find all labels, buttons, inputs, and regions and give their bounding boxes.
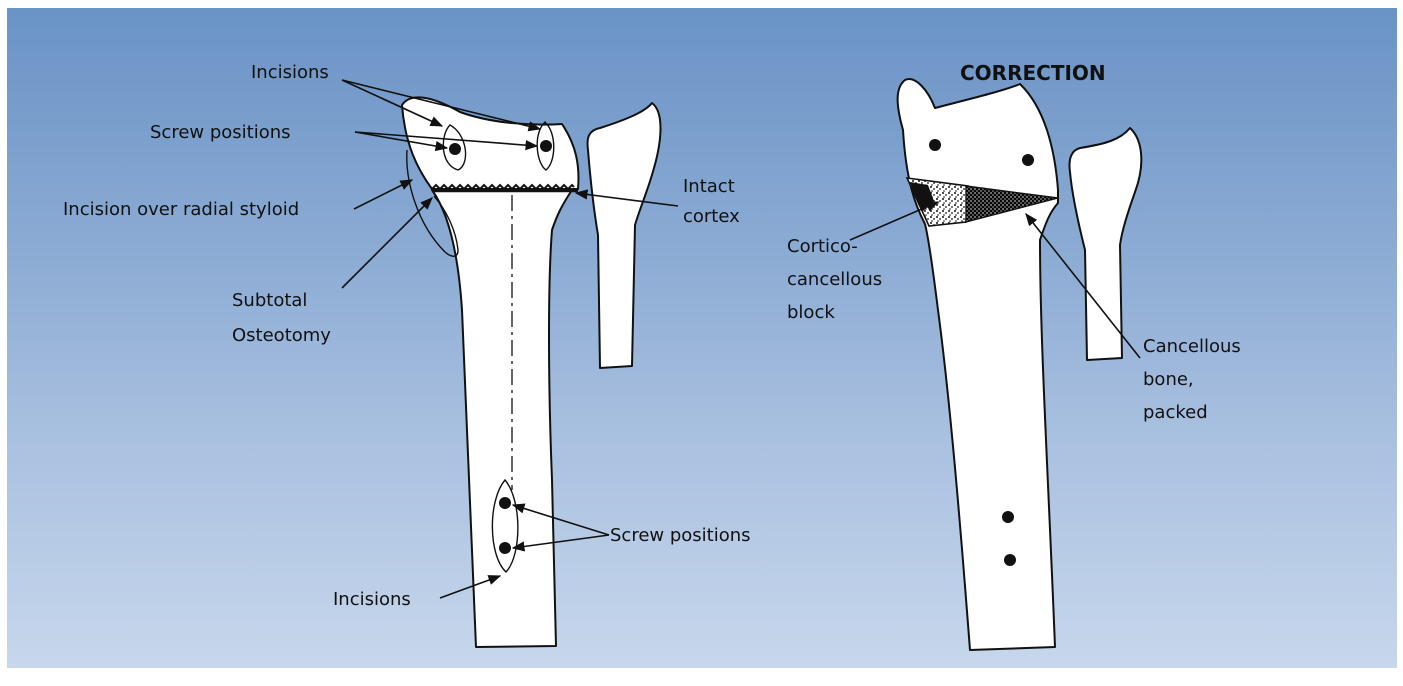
ulna-bone-right [1069,128,1141,360]
label-subtotal: Subtotal [232,290,307,311]
label-bone: bone, [1143,369,1194,390]
label-osteotomy: Osteotomy [232,325,331,346]
screw-position-bottom-upper [499,497,511,509]
radius-bone-left [432,190,572,647]
left-figure: Incisions Screw positions Incision over … [63,62,751,647]
label-intact: Intact [683,176,735,197]
label-screw-positions-bottom: Screw positions [610,525,751,546]
label-incisions-bottom: Incisions [333,589,411,610]
screw-position-right-shaft-1 [1002,511,1014,523]
label-block: block [787,302,835,323]
screw-position-right-shaft-2 [1004,554,1016,566]
label-packed: packed [1143,402,1208,423]
arrow-radial-styloid [354,180,412,209]
ulna-bone-left [588,103,661,368]
screw-position-right-distal-1 [929,139,941,151]
arrow-subtotal-osteotomy [342,198,432,288]
label-screw-positions-top: Screw positions [150,122,291,143]
label-cancellous: cancellous [787,269,882,290]
label-cortico: Cortico- [787,236,858,257]
radius-bone-right [898,79,1058,650]
screw-position-bottom-lower [499,542,511,554]
label-cancellous-right: Cancellous [1143,336,1241,357]
label-cortex: cortex [683,206,740,227]
screw-position-top-right [540,140,552,152]
screw-position-right-distal-2 [1022,154,1034,166]
screw-position-top-left [449,143,461,155]
correction-title: CORRECTION [960,61,1106,85]
right-figure: CORRECTION Cortico- cancellous block Can… [787,61,1241,650]
label-incisions-top: Incisions [251,62,329,83]
label-incision-radial-styloid: Incision over radial styloid [63,199,299,220]
